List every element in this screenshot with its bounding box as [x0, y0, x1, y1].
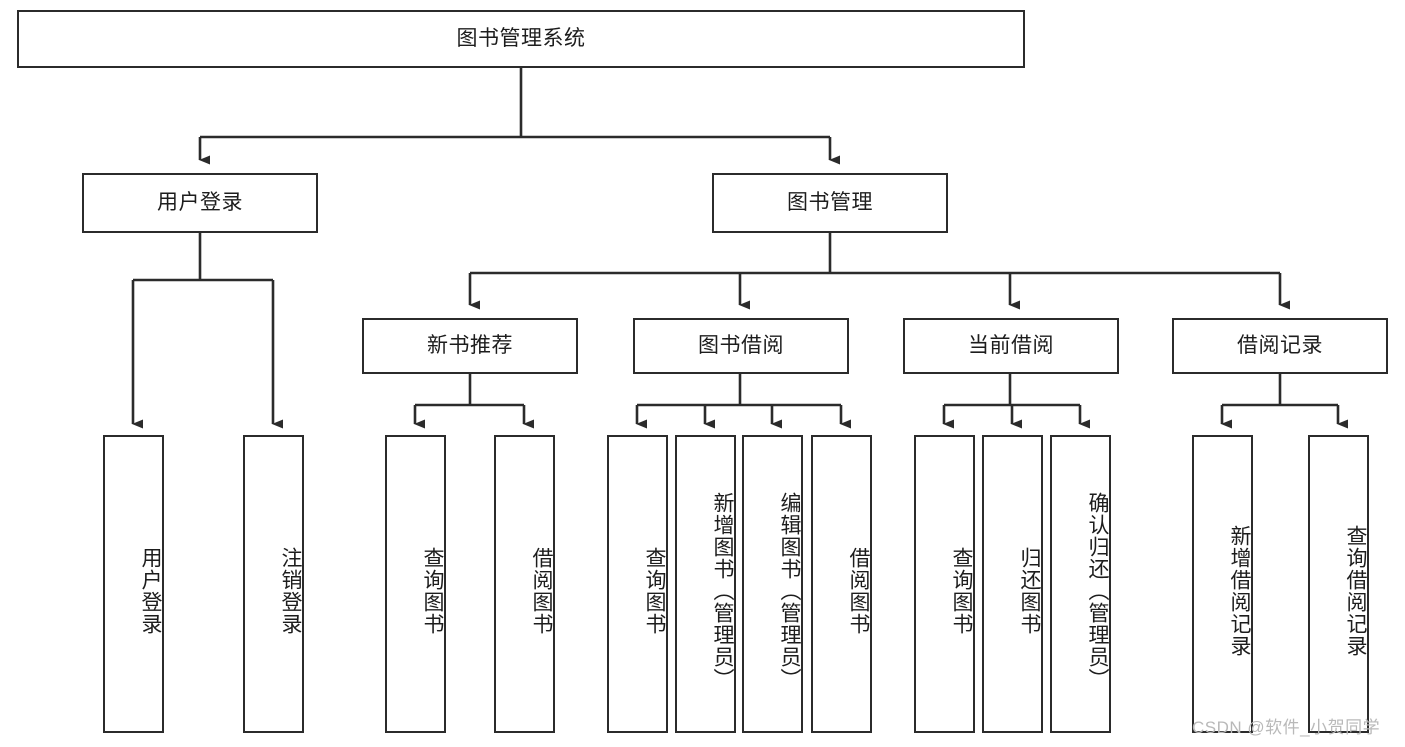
- node-label: 查询图书: [421, 547, 444, 635]
- node-label: 归还图书: [1018, 547, 1041, 635]
- leaf-current-confirm-return-admin[interactable]: 确认归还（管理员）: [1050, 435, 1111, 733]
- leaf-recommend-borrow-book[interactable]: 借阅图书: [494, 435, 555, 733]
- leaf-record-add-record[interactable]: 新增借阅记录: [1192, 435, 1253, 733]
- leaf-current-query-book[interactable]: 查询图书: [914, 435, 975, 733]
- node-label: 借阅图书: [847, 547, 870, 635]
- node-label: 新增图书（管理员）: [711, 492, 734, 690]
- node-label: 图书借阅: [698, 334, 784, 358]
- node-label: 注销登录: [279, 547, 302, 635]
- leaf-user-login-logout[interactable]: 注销登录: [243, 435, 304, 733]
- node-label: 图书管理: [787, 191, 873, 215]
- leaf-borrow-borrow-book[interactable]: 借阅图书: [811, 435, 872, 733]
- node-label: 借阅图书: [530, 547, 553, 635]
- leaf-borrow-query-book[interactable]: 查询图书: [607, 435, 668, 733]
- node-current-borrow[interactable]: 当前借阅: [903, 318, 1119, 374]
- node-label: 新增借阅记录: [1228, 525, 1251, 657]
- node-new-book-recommend[interactable]: 新书推荐: [362, 318, 578, 374]
- node-label: 查询图书: [950, 547, 973, 635]
- leaf-borrow-add-book-admin[interactable]: 新增图书（管理员）: [675, 435, 736, 733]
- node-label: 用户登录: [139, 547, 162, 635]
- node-label: 确认归还（管理员）: [1086, 492, 1109, 690]
- node-root-system[interactable]: 图书管理系统: [17, 10, 1025, 68]
- node-label: 查询图书: [643, 547, 666, 635]
- node-book-borrow[interactable]: 图书借阅: [633, 318, 849, 374]
- node-book-management[interactable]: 图书管理: [712, 173, 948, 233]
- node-label: 借阅记录: [1237, 334, 1323, 358]
- leaf-recommend-query-book[interactable]: 查询图书: [385, 435, 446, 733]
- leaf-borrow-edit-book-admin[interactable]: 编辑图书（管理员）: [742, 435, 803, 733]
- node-label: 查询借阅记录: [1344, 525, 1367, 657]
- node-label: 新书推荐: [427, 334, 513, 358]
- node-borrow-record[interactable]: 借阅记录: [1172, 318, 1388, 374]
- leaf-user-login-login[interactable]: 用户登录: [103, 435, 164, 733]
- node-user-login[interactable]: 用户登录: [82, 173, 318, 233]
- node-label: 编辑图书（管理员）: [778, 492, 801, 690]
- leaf-current-return-book[interactable]: 归还图书: [982, 435, 1043, 733]
- watermark-text: CSDN @软件_小贺同学: [1192, 718, 1381, 737]
- node-label: 当前借阅: [968, 334, 1054, 358]
- node-label: 用户登录: [157, 191, 243, 215]
- leaf-record-query-record[interactable]: 查询借阅记录: [1308, 435, 1369, 733]
- node-label: 图书管理系统: [456, 27, 586, 51]
